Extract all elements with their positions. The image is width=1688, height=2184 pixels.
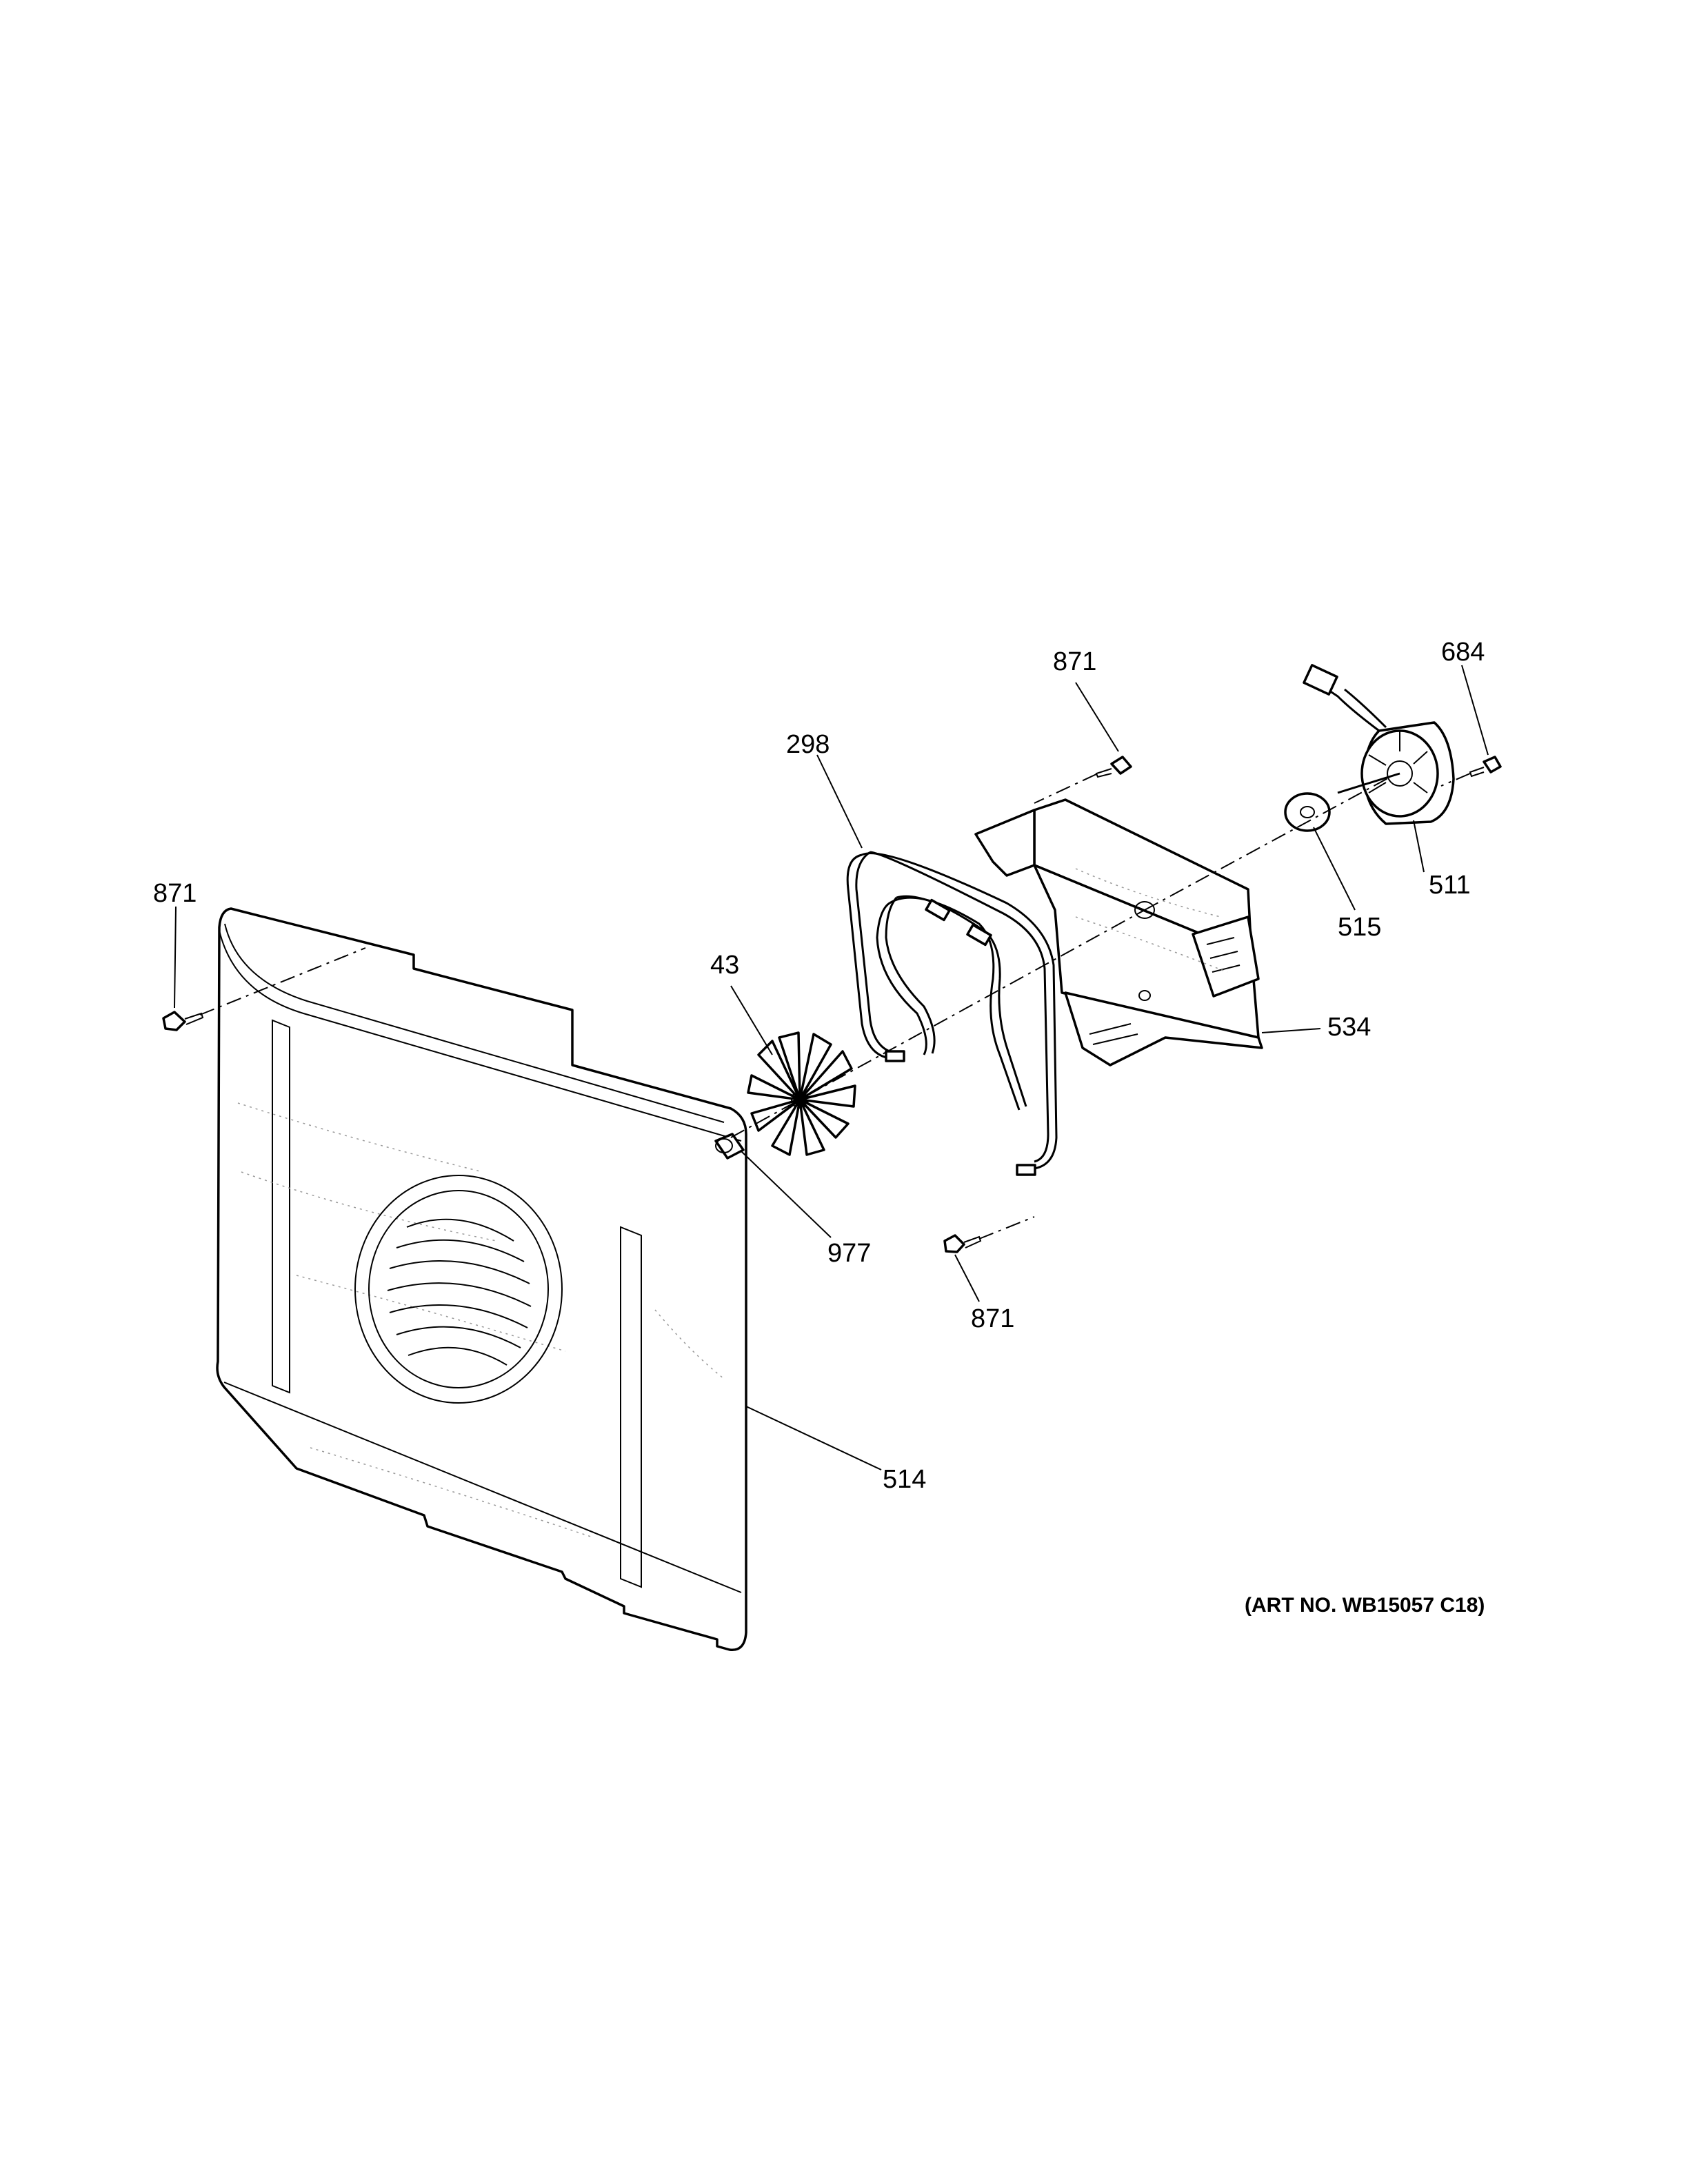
leader-lines [174, 665, 1489, 1470]
callout-534: 534 [1327, 1013, 1371, 1042]
assembly-centerlines [199, 773, 1471, 1240]
callout-871-top: 871 [1053, 647, 1096, 676]
callout-871-bottom: 871 [971, 1304, 1014, 1333]
screw-871-top [1095, 756, 1132, 778]
callout-labels: 871 684 298 871 511 515 43 534 977 871 5… [153, 638, 1485, 1494]
hub-nut [714, 1133, 745, 1160]
washer [1284, 792, 1331, 832]
screw-871-bottom [943, 1234, 982, 1253]
callout-977: 977 [827, 1239, 871, 1268]
callout-298: 298 [786, 730, 830, 759]
callout-511: 511 [1429, 871, 1471, 900]
convection-motor [1303, 664, 1455, 825]
art-number: (ART NO. WB15057 C18) [1245, 1594, 1485, 1617]
callout-684: 684 [1441, 638, 1485, 667]
callout-514: 514 [883, 1465, 926, 1494]
vent-grille [354, 1175, 563, 1404]
rear-cover-panel [216, 907, 747, 1652]
screw-684 [1469, 756, 1502, 778]
callout-515: 515 [1338, 913, 1381, 942]
heating-element [846, 851, 1058, 1176]
callout-43: 43 [710, 951, 739, 980]
screw-871-left [162, 1011, 204, 1031]
callout-871-left: 871 [153, 879, 197, 908]
fan-bracket [974, 798, 1263, 1066]
fan-blade [747, 1031, 856, 1156]
